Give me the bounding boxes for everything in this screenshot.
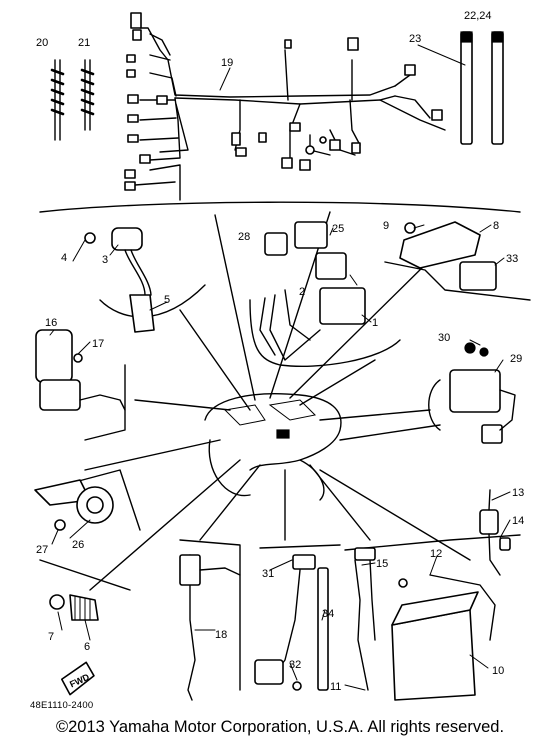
rectifier-regulator [399,221,497,291]
callout-15: 15 [376,558,388,570]
callout-19: 19 [221,57,233,69]
main-switch [35,329,126,411]
callout-17: 17 [92,338,104,350]
parts-20-21 [50,59,95,141]
starter-relay [449,342,516,444]
callout-25: 25 [332,223,344,235]
battery [354,547,496,701]
callout-5: 5 [164,294,170,306]
leader-lines [84,211,471,591]
wire-harness [124,12,446,201]
callout-6: 6 [84,641,90,653]
callout-34: 34 [322,608,334,620]
callout-13: 13 [512,487,524,499]
callout-20: 20 [36,37,48,49]
drawing-code: 48E1110-2400 [30,700,93,711]
control-units [259,221,366,361]
callout-1: 1 [372,317,378,329]
callout-21: 21 [78,37,90,49]
fwd-arrow: FWD [60,661,95,696]
group-brackets [39,261,531,691]
callout-31: 31 [262,568,274,580]
number-leaders [49,44,511,691]
callout-2: 2 [299,286,305,298]
callout-16: 16 [45,317,57,329]
flasher-13-14 [479,489,511,576]
callout-10: 10 [492,665,504,677]
callout-28: 28 [238,231,250,243]
callout-18: 18 [215,629,227,641]
callout-27: 27 [36,544,48,556]
callout-23: 23 [409,33,421,45]
callout-7: 7 [48,631,54,643]
callout-11: 11 [330,681,341,693]
callout-33: 33 [506,253,518,265]
callout-8: 8 [493,220,499,232]
copyright-notice: ©2013 Yamaha Motor Corporation, U.S.A. A… [55,718,505,736]
lead-wire-18 [179,554,241,701]
callout-32: 32 [289,659,301,671]
callout-14: 14 [512,515,524,527]
callout-22-24: 22,24 [464,10,492,22]
callout-26: 26 [72,539,84,551]
callout-4: 4 [61,252,67,264]
callout-labels: 20 21 19 23 22,24 4 3 5 28 25 2 1 9 8 33… [30,10,524,711]
neutral-switch [49,594,99,621]
group-divider [39,201,521,213]
parts-22-24-23 [460,31,504,145]
horn [34,479,114,531]
callout-29: 29 [510,353,522,365]
callout-30: 30 [438,332,450,344]
sensor-31-32-34 [254,554,329,691]
callout-12: 12 [430,548,442,560]
ignition-coil [84,227,155,333]
callout-9: 9 [383,220,389,232]
callout-3: 3 [102,254,108,266]
